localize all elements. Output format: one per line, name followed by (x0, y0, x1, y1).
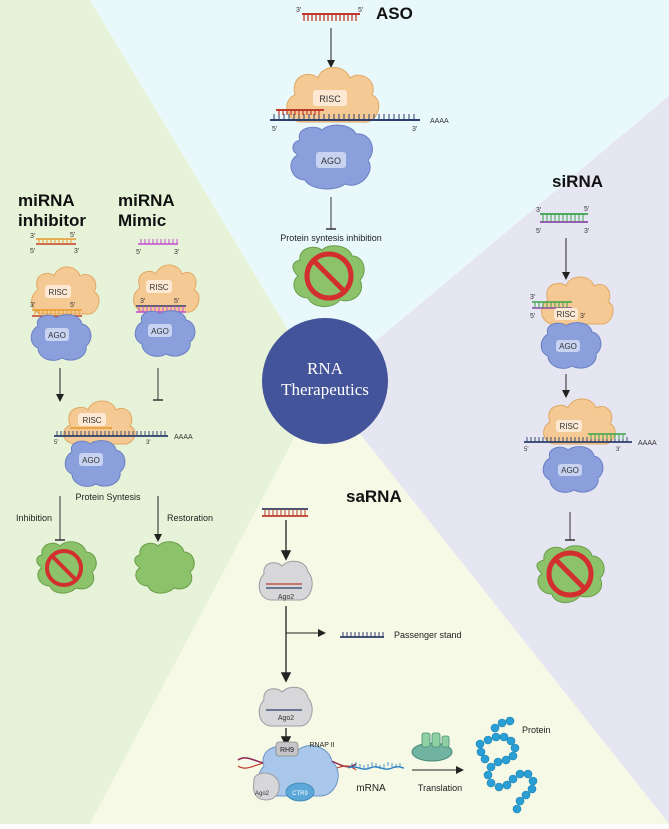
mirna-inhibitor-risc-label: RISC (48, 288, 67, 297)
mirna-mimic-risc-label: RISC (149, 283, 168, 292)
svg-text:5': 5' (530, 313, 535, 320)
svg-text:5': 5' (70, 302, 75, 309)
mirna-shared-risc-label: RISC (82, 416, 101, 425)
sarna-ago2-label-2: Ago2 (278, 715, 294, 722)
aso-risc-label: RISC (319, 94, 341, 104)
sarna-protein-chain (475, 716, 538, 814)
aso-polya: AAAA (430, 118, 449, 125)
left-panel-bg (0, 0, 322, 824)
sirna-section: siRNA 3' 5' 5' 3' 3' 5' RISC 3' AGO RISC… (524, 172, 657, 603)
aso-mrna-5prime: 5' (272, 126, 277, 133)
sirna-risc-label-2: RISC (559, 422, 578, 431)
svg-text:3': 3' (140, 298, 145, 305)
mirna-mimic-title-2: Mimic (118, 211, 166, 230)
sarna-protein-label: Protein (522, 725, 551, 735)
sarna-passenger-label: Passenger stand (394, 630, 462, 640)
svg-text:5': 5' (54, 440, 58, 446)
mirna-protein-synthesis-label: Protein Syntesis (75, 492, 141, 502)
sarna-passenger-strand (340, 632, 384, 638)
svg-text:3': 3' (74, 248, 79, 255)
mirna-restoration-cell (134, 541, 195, 594)
svg-text:3': 3' (536, 207, 541, 214)
aso-ago-label: AGO (321, 156, 341, 166)
svg-text:3': 3' (530, 294, 535, 301)
sarna-rh9-label: RH9 (280, 747, 294, 754)
mirna-mimic-strand: 5' 3' (136, 239, 179, 256)
mirna-mimic-title-1: miRNA (118, 191, 175, 210)
sirna-ago-label-1: AGO (559, 342, 577, 351)
mirna-shared-polya: AAAA (174, 434, 193, 441)
svg-text:3': 3' (30, 302, 35, 309)
svg-text:5': 5' (584, 206, 589, 213)
aso-strand-3prime: 3' (296, 7, 301, 14)
sirna-title: siRNA (552, 172, 603, 191)
mirna-shared-ago-label: AGO (82, 456, 100, 465)
mirna-inhibitor-ago-label: AGO (48, 331, 66, 340)
sarna-ctr9-label: CTR9 (292, 791, 308, 797)
sarna-ribosome (411, 732, 453, 762)
mirna-inhibitor-title-1: miRNA (18, 191, 75, 210)
svg-text:5': 5' (70, 232, 75, 239)
aso-block-icon (304, 251, 354, 301)
mirna-inhibition-label: Inhibition (16, 513, 52, 523)
sarna-ago2-label-3: Ago2 (255, 791, 270, 797)
sirna-polya: AAAA (638, 440, 657, 447)
sirna-ago-label-2: AGO (561, 466, 579, 475)
svg-text:5': 5' (136, 249, 141, 256)
svg-text:3': 3' (174, 249, 179, 256)
sarna-mrna-label: mRNA (356, 783, 386, 794)
mirna-restoration-label: Restoration (167, 513, 213, 523)
aso-section: ASO 3' 5' RISC AAAA 5' 3' AGO Protein sy… (270, 4, 449, 307)
aso-mrna-3prime: 3' (412, 126, 417, 133)
center-title-circle: RNA Therapeutics (262, 318, 388, 444)
top-panel-bg (90, 0, 669, 386)
sarna-rnap-label: RNAP II (309, 742, 334, 749)
sarna-section: saRNA Ago2 Passenger stand Ago2 RH9 RNAP… (237, 487, 551, 814)
center-title-line-2: Therapeutics (281, 380, 369, 399)
sarna-duplex (262, 508, 308, 517)
aso-strand-5prime: 5' (358, 7, 363, 14)
sarna-translation-label: Translation (418, 783, 462, 793)
sirna-block-icon (546, 550, 594, 598)
svg-text:5': 5' (30, 248, 35, 255)
svg-text:3': 3' (30, 233, 35, 240)
svg-text:3': 3' (616, 447, 620, 453)
svg-text:5': 5' (174, 298, 179, 305)
svg-text:3': 3' (584, 228, 589, 235)
aso-strand: 3' 5' (296, 7, 363, 21)
svg-text:5': 5' (524, 447, 528, 453)
sarna-ago2-label-1: Ago2 (278, 594, 294, 601)
aso-inhibition-text: Protein syntesis inhibition (280, 233, 382, 243)
sarna-ctr9-blob (285, 782, 315, 802)
mirna-mimic-ago-label: AGO (151, 327, 169, 336)
mirna-block-icon (45, 549, 83, 587)
aso-title: ASO (376, 4, 413, 23)
sarna-ago2-blob-2 (258, 686, 313, 727)
sirna-risc-label-1: RISC (556, 310, 575, 319)
sirna-duplex: 3' 5' 5' 3' (536, 206, 589, 235)
mirna-section: miRNA inhibitor miRNA Mimic 3' 5' 5' 3' … (16, 191, 213, 594)
sarna-title: saRNA (346, 487, 402, 506)
svg-text:3': 3' (580, 313, 585, 320)
mirna-inhibitor-title-2: inhibitor (18, 211, 86, 230)
sarna-ago2-blob-1 (258, 560, 313, 601)
svg-text:3': 3' (146, 440, 150, 446)
mirna-inhibitor-strand: 3' 5' 5' 3' (30, 232, 79, 255)
svg-text:5': 5' (536, 228, 541, 235)
bottom-panel-bg (90, 386, 669, 824)
sarna-mrna (347, 762, 405, 770)
center-title-line-1: RNA (307, 359, 344, 378)
